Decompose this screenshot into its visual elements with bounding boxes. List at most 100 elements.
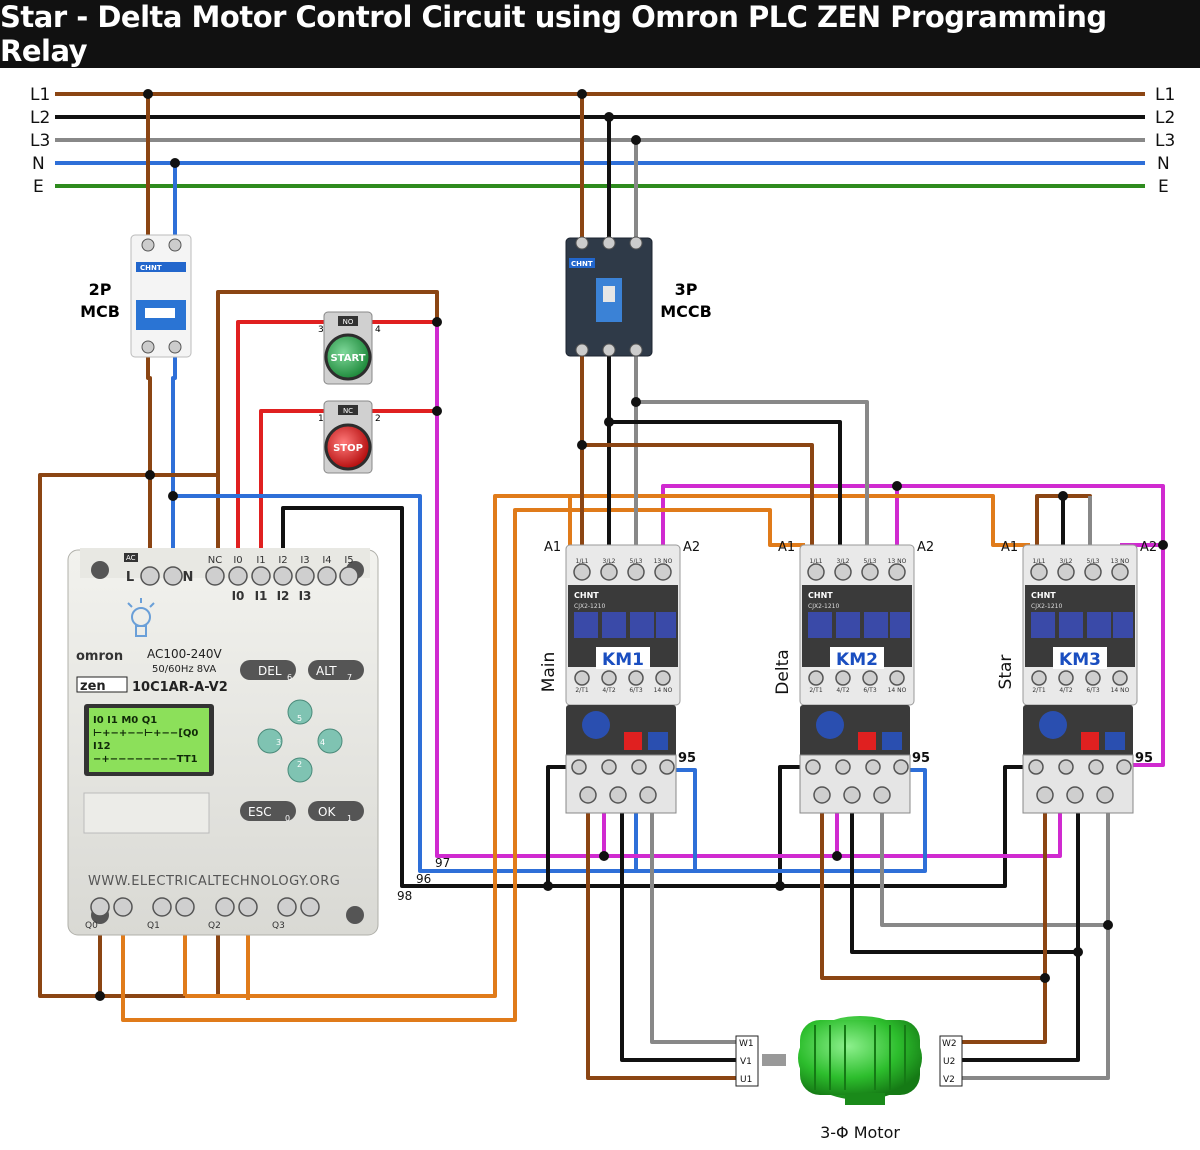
terminal-label: 6/T3: [629, 687, 643, 694]
terminal-label: 14 NO: [1111, 687, 1130, 694]
contactor-role: Delta: [773, 649, 793, 694]
plc-output-q0: Q0: [85, 921, 98, 931]
stop-term-right: 2: [375, 414, 381, 424]
plc-term-i1: I1: [256, 555, 265, 566]
terminal-label: 2/T1: [1032, 687, 1046, 694]
del-key[interactable]: DEL 6: [240, 660, 296, 682]
terminal-label: 1/L1: [810, 558, 823, 565]
overload-95-label: 95: [912, 751, 930, 766]
contactor-brand: CHNT: [574, 591, 599, 600]
plc-input-i0: I0: [232, 589, 245, 603]
terminal-label: 6/T3: [863, 687, 877, 694]
contactor-terminal: [1112, 670, 1128, 686]
terminal-label: 13 NO: [654, 558, 673, 565]
overload-terminal: [601, 759, 617, 775]
plc-term-n: N: [183, 570, 194, 585]
terminal-label: 6/T3: [1086, 687, 1100, 694]
plc-model-prefix: zen: [80, 679, 106, 694]
alt-key-label: ALT: [316, 664, 337, 678]
overload-terminal: [639, 786, 657, 804]
alt-key-num: 7: [347, 673, 352, 682]
alt-key[interactable]: ALT 7: [308, 660, 364, 682]
plc-supply: AC100-240V: [147, 647, 223, 661]
plc-term-i3: I3: [300, 555, 309, 566]
terminal-label: 1/L1: [576, 558, 589, 565]
motor-term-w2: W2: [942, 1039, 957, 1049]
overload-terminal: [609, 786, 627, 804]
three-phase-motor: W1 V1 U1 W2 U2 V2 3-Φ Motor: [735, 1016, 963, 1142]
page-title: Star - Delta Motor Control Circuit using…: [0, 0, 1200, 68]
contactor-terminal: [628, 670, 644, 686]
arrow-right-num: 4: [320, 738, 325, 747]
plc-term-i5: I5: [344, 555, 353, 566]
plc-term-i4: I4: [322, 555, 331, 566]
contactor-brand: CHNT: [1031, 591, 1056, 600]
del-key-label: DEL: [258, 664, 282, 678]
esc-key-num: 0: [285, 814, 290, 823]
coil-a2-label: A2: [917, 540, 934, 555]
contactor-terminal: [1030, 563, 1048, 581]
esc-key-label: ESC: [248, 805, 272, 819]
terminal-label: 1/L1: [1033, 558, 1046, 565]
overload-terminal: [631, 759, 647, 775]
overload-terminal: [1096, 786, 1114, 804]
overload-terminal: [1028, 759, 1044, 775]
terminal-label: 4/T2: [1059, 687, 1073, 694]
plc-brand: omron: [76, 649, 123, 664]
bus-label-e: E: [33, 177, 44, 197]
arrow-up-key[interactable]: [287, 699, 313, 725]
start-term-right: 4: [375, 325, 381, 335]
del-key-num: 6: [287, 673, 292, 682]
ok-key-num: 1: [347, 814, 352, 823]
overload-terminal: [659, 759, 675, 775]
plc-input-i2: I2: [277, 589, 290, 603]
motor-term-w1: W1: [739, 1039, 754, 1049]
ok-key-label: OK: [318, 805, 336, 819]
motor-term-v2: V2: [943, 1075, 955, 1085]
contactor-terminal: [627, 563, 645, 581]
arrow-left-key[interactable]: [257, 728, 283, 754]
contactor-terminal: [1084, 563, 1102, 581]
contactor-role: Main: [539, 652, 559, 693]
arrow-down-num: 2: [297, 760, 302, 769]
terminal-label: 13 NO: [1111, 558, 1130, 565]
wire-tag-97: 97: [435, 856, 450, 870]
stop-label: STOP: [333, 443, 363, 454]
contactor-terminal: [600, 563, 618, 581]
arrow-up-num: 5: [297, 714, 302, 723]
contactor-role: Star: [996, 655, 1016, 690]
start-contact: NO: [343, 318, 354, 326]
contactor-terminal: [1057, 563, 1075, 581]
overload-terminal: [805, 759, 821, 775]
esc-key[interactable]: ESC 0: [240, 801, 296, 823]
overload-terminal: [1066, 786, 1084, 804]
overload-terminal: [873, 786, 891, 804]
arrow-right-key[interactable]: [317, 728, 343, 754]
plc-input-i3: I3: [299, 589, 312, 603]
overload-terminal: [893, 759, 909, 775]
overload-terminal: [835, 759, 851, 775]
contactor-terminal: [861, 563, 879, 581]
plc-output-q3: Q3: [272, 921, 285, 931]
contactor-terminal: [1085, 670, 1101, 686]
contactor-model: CJX2-1210: [1031, 603, 1063, 610]
ok-key[interactable]: OK 1: [308, 801, 364, 823]
arrow-down-key[interactable]: [287, 757, 313, 783]
terminal-label: 5/L3: [864, 558, 877, 565]
contactor-terminal: [888, 563, 906, 581]
stop-pushbutton[interactable]: NC 1 2 STOP: [318, 400, 381, 474]
overload-terminal: [865, 759, 881, 775]
bus-label-e-right: E: [1158, 177, 1169, 197]
mcb-brand: CHNT: [140, 264, 162, 272]
bus-label-l1: L1: [30, 85, 50, 105]
start-pushbutton[interactable]: NO 3 4 START: [318, 311, 381, 385]
contactor-terminal: [808, 670, 824, 686]
mccb-label-line2: MCCB: [660, 302, 712, 321]
stop-contact: NC: [343, 407, 353, 415]
mcb-2p: CHNT 2P MCB: [80, 234, 192, 358]
lightbulb-icon: [127, 598, 155, 637]
wire-tag-98: 98: [397, 889, 412, 903]
bus-label-n: N: [32, 154, 45, 174]
terminal-label: 3/L2: [603, 558, 616, 565]
